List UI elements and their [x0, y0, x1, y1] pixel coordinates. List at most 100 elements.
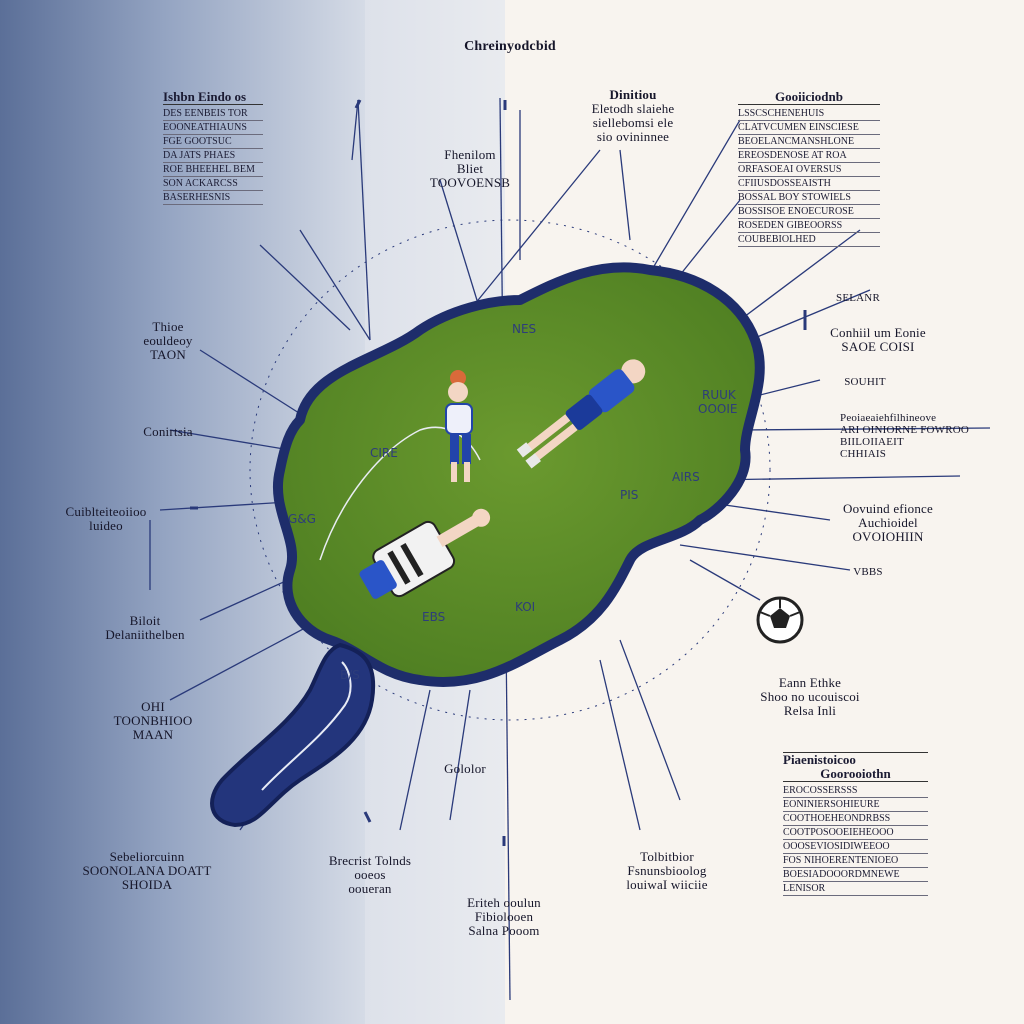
top-left-line: BASERHESNIS — [163, 191, 263, 205]
field-label: B/S — [340, 668, 360, 682]
label-line: Bliet — [456, 161, 484, 176]
top-right-line: BOSSAL BOY STOWIELS — [738, 191, 880, 205]
label-line: Oovuind efionce — [842, 501, 933, 516]
label-line: ooeos — [354, 867, 386, 882]
right-label-2: Conhiil um Eonie SAOE COISI — [818, 326, 938, 354]
diagram-title: Chreinyodcbid — [464, 39, 556, 54]
label-line: Fhenilom — [444, 147, 496, 162]
top-right-heading: Gooiiciodnb — [738, 90, 880, 105]
top-right-text-block: Gooiiciodnb LSSCSCHENEHUIS CLATVCUMEN EI… — [738, 90, 880, 247]
player-fallen — [359, 508, 491, 599]
field-label: OOOIE — [698, 402, 738, 416]
bottom-right-line: COOTHOEHEONDRBSS — [783, 812, 928, 826]
label-line: Shoo no ucouiscoi — [760, 689, 860, 704]
label-line: siellebomsi ele — [592, 115, 674, 130]
label-line: OVOIOHIIN — [852, 529, 924, 544]
field-label: CIRE — [370, 446, 398, 460]
label-line: TAON — [150, 347, 186, 362]
bottom-label-2: Brecrist Tolnds ooeos ooueran — [310, 854, 430, 896]
label-line: BIILOIIAEIT — [840, 436, 904, 448]
bottom-right-line: FOS NIHOERENTENIOEO — [783, 854, 928, 868]
bottom-right-text-block: Piaenistoicoo Goorooiothn EROCOSSERSSS E… — [783, 752, 928, 896]
label-line: Brecrist Tolnds — [328, 853, 412, 868]
label-line: Peoiaeaiehfilhineove — [840, 412, 937, 424]
label-line: ooueran — [348, 881, 392, 896]
label-line: TOONBHIOO — [113, 713, 193, 728]
label-line: Salna Pooom — [468, 923, 540, 938]
top-left-line: SON ACKARCSS — [163, 177, 263, 191]
top-right-line: CFIIUSDOSSEAISTH — [738, 177, 880, 191]
bottom-right-line: EROCOSSERSSS — [783, 784, 928, 798]
bottom-right-subheading: Goorooiothn — [783, 767, 928, 782]
left-label-4: Biloit Delaniithelben — [90, 614, 200, 642]
field-label: AIRS — [672, 470, 700, 484]
label-line: TOOVOENSB — [429, 175, 511, 190]
bottom-right-line: COOTPOSOOEIEHEOOO — [783, 826, 928, 840]
tail-highlight — [261, 661, 352, 791]
right-label-4: Peoiaeaiehfilhineove ARI OINIORNE FOWROO… — [840, 412, 990, 460]
left-label-6: Sebeliorcuinn SOONOLANA DOATT SHOIDA — [72, 850, 222, 892]
label-line: SOUHIT — [844, 376, 886, 388]
label-line: Delaniithelben — [105, 627, 185, 642]
label-line: Thioe — [152, 319, 184, 334]
label-line: luideo — [89, 518, 123, 533]
bottom-label-1: Gololor — [430, 762, 500, 776]
top-left-line: DES EENBEIS TOR — [163, 107, 263, 121]
top-left-line: FGE GOOTSUC — [163, 135, 263, 149]
label-line: CHHIAIS — [840, 448, 887, 460]
label-line: Dinitiou — [609, 87, 657, 102]
field-label: NES — [512, 322, 537, 336]
bottom-label-4: Tolbitbior Fsnunsbioolog louiwaI wiiciie — [602, 850, 732, 892]
bottom-right-line: LENISOR — [783, 882, 928, 896]
label-line: SAOE COISI — [841, 339, 915, 354]
bottom-right-heading: Piaenistoicoo — [783, 752, 928, 767]
top-left-line: DA JATS PHAES — [163, 149, 263, 163]
label-line: Eriteh ooulun — [467, 895, 541, 910]
bottom-right-line: EONINIERSOHIEURE — [783, 798, 928, 812]
label-line: Relsa Inli — [783, 703, 837, 718]
label-line: Fsnunsbioolog — [627, 863, 707, 878]
label-line: Auchioidel — [858, 515, 918, 530]
label-line: Tolbitbior — [640, 849, 694, 864]
top-right-line: ORFASOEAI OVERSUS — [738, 163, 880, 177]
soccer-ball-icon — [756, 596, 804, 644]
label-line: Eletodh slaiehe — [591, 101, 675, 116]
top-right-line: CLATVCUMEN EINSCIESE — [738, 121, 880, 135]
top-left-heading: Ishbn Eindo os — [163, 90, 263, 105]
label-line: SHOIDA — [121, 877, 173, 892]
top-mid-label: Fhenilom Bliet TOOVOENSB — [425, 148, 515, 190]
top-right-line: EREOSDENOSE AT ROA — [738, 149, 880, 163]
label-line: Eann Ethke — [778, 675, 842, 690]
left-label-2: Conirtsia — [128, 425, 208, 439]
label-line: VBBS — [853, 566, 883, 578]
label-line: SOONOLANA DOATT — [82, 863, 212, 878]
top-left-text-block: Ishbn Eindo os DES EENBEIS TOR EOONEATHI… — [163, 90, 263, 205]
bottom-right-line: BOESIADOOORDMNEWE — [783, 868, 928, 882]
label-line: MAAN — [132, 727, 174, 742]
field-label: RUUK — [702, 388, 736, 402]
construction-arcs — [249, 219, 771, 721]
field-label: G&G — [288, 512, 316, 526]
pitch-tail — [210, 642, 376, 828]
label-line: eouldeoy — [143, 333, 193, 348]
label-line: louiwaI wiiciie — [626, 877, 708, 892]
top-right-line: BOSSISOE ENOECUROSE — [738, 205, 880, 219]
label-line: Fibiolooen — [474, 909, 534, 924]
top-right-line: ROSEDEN GIBEOORSS — [738, 219, 880, 233]
right-label-7: Eann Ethke Shoo no ucouiscoi Relsa Inli — [745, 676, 875, 718]
right-label-5: Oovuind efionce Auchioidel OVOIOHIIN — [828, 502, 948, 544]
label-line: Conirtsia — [143, 424, 193, 439]
player-standing — [445, 370, 473, 482]
field-label: KOI — [515, 600, 536, 614]
right-label-1: SELANR — [828, 292, 888, 304]
top-center-label: Dinitiou Eletodh slaiehe siellebomsi ele… — [578, 88, 688, 144]
field-label: PIS — [620, 488, 639, 502]
top-left-line: ROE BHEEHEL BEM — [163, 163, 263, 177]
top-right-line: COUBEBIOLHED — [738, 233, 880, 247]
label-line: Cuiblteiteoiioo — [65, 504, 147, 519]
label-line: SELANR — [836, 292, 880, 304]
top-right-line: BEOELANCMANSHLONE — [738, 135, 880, 149]
label-line: OHI — [141, 699, 165, 714]
top-right-line: LSSCSCHENEHUIS — [738, 107, 880, 121]
